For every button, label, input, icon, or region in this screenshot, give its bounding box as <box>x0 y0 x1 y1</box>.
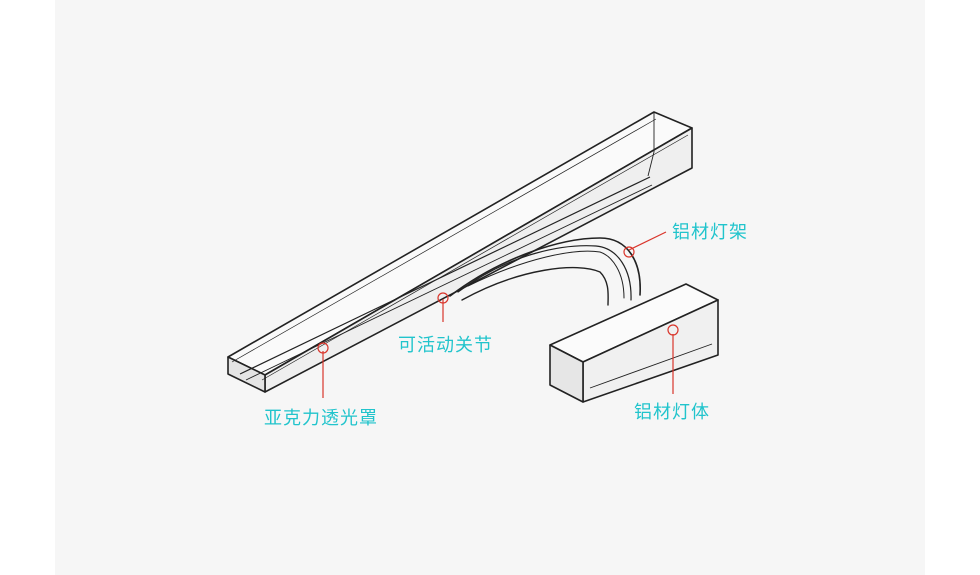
label-diffuser: 亚克力透光罩 <box>264 408 378 429</box>
label-joint: 可活动关节 <box>398 335 493 356</box>
label-bracket: 铝材灯架 <box>672 222 748 243</box>
callout-leaders <box>317 231 679 398</box>
label-body: 铝材灯体 <box>634 402 710 423</box>
bracket-arm <box>449 237 641 306</box>
sketch-paper <box>55 0 925 575</box>
light-bar <box>227 111 693 393</box>
lamp-body-box <box>549 283 719 403</box>
